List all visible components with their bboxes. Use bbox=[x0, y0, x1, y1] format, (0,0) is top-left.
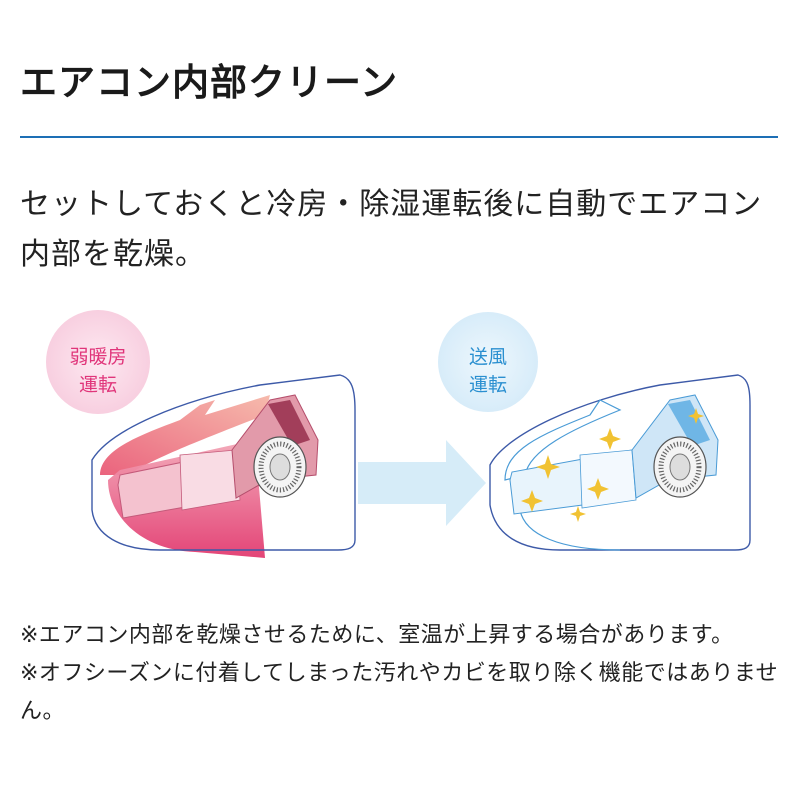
arrow-right-icon bbox=[358, 440, 486, 526]
step1-label-line2: 運転 bbox=[79, 374, 117, 396]
feature-description: セットしておくと冷房・除湿運転後に自動でエアコン内部を乾燥。 bbox=[20, 187, 763, 272]
air-conditioner-heating-icon bbox=[91, 374, 356, 558]
sparkle-icon bbox=[521, 408, 704, 522]
note-item: ※エアコン内部を乾燥させるために、室温が上昇する場合があります。 bbox=[20, 623, 734, 648]
notes-section: ※エアコン内部を乾燥させるために、室温が上昇する場合があります。 ※オフシーズン… bbox=[20, 617, 790, 731]
step2-label-line1: 送風 bbox=[469, 346, 507, 368]
step2-label-line2: 運転 bbox=[469, 374, 507, 396]
step1-label-line1: 弱暖房 bbox=[69, 346, 126, 368]
step2-badge: 送風 運転 bbox=[438, 312, 538, 412]
air-conditioner-fan-icon bbox=[489, 374, 751, 551]
page-title: エアコン内部クリーン bbox=[20, 61, 399, 104]
step1-badge: 弱暖房 運転 bbox=[46, 310, 150, 414]
process-illustration: 弱暖房 運転 送風 運転 bbox=[46, 310, 751, 558]
title-divider bbox=[20, 136, 778, 138]
note-item: ※オフシーズンに付着してしまった汚れやカビを取り除く機能ではありません。 bbox=[20, 661, 779, 724]
